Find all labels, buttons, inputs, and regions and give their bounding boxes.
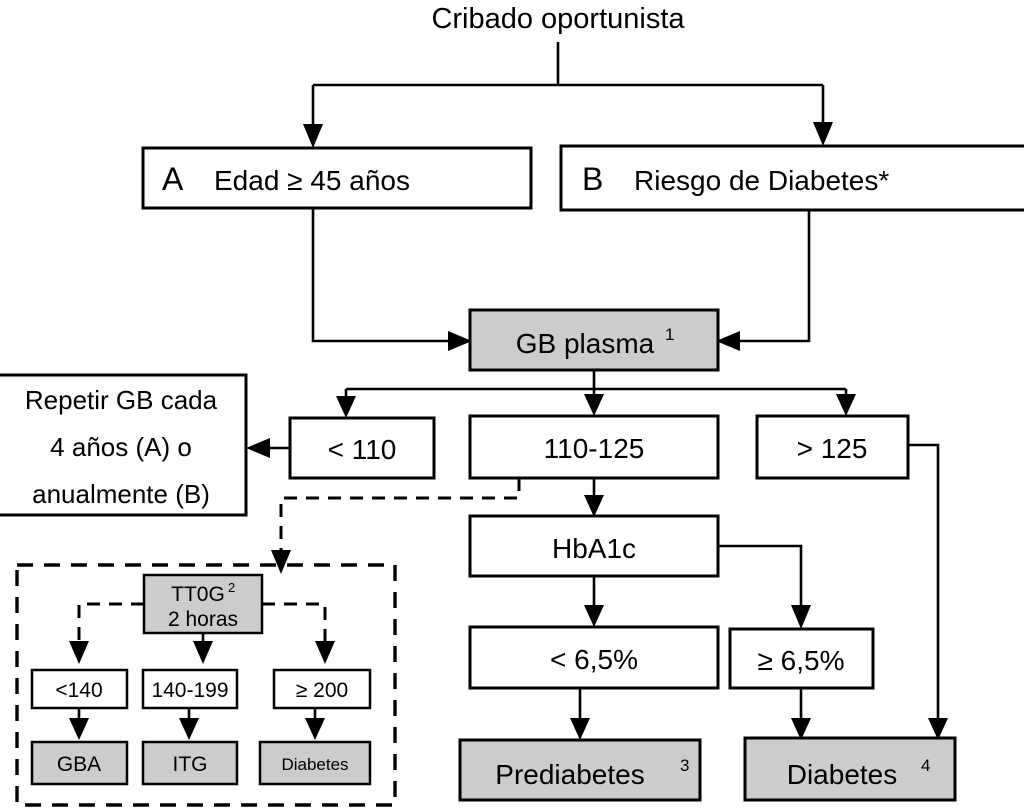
ttog-superscript: 2 <box>228 580 235 595</box>
node-ttog-mid[interactable]: 140-199 <box>141 668 239 710</box>
branch-b-tag: B <box>582 161 603 197</box>
arrowhead-gb-low <box>336 396 356 418</box>
node-hba1c[interactable]: HbA1c <box>468 514 720 578</box>
prediabetes-label: Prediabetes <box>495 759 644 790</box>
arrowhead-gbplasma-right <box>716 331 740 351</box>
arrowhead-gb-mid <box>584 394 604 416</box>
gb-low-label: < 110 <box>328 434 397 465</box>
node-repetir-gb[interactable]: Repetir GB cada 4 años (A) o anualmente … <box>0 373 248 517</box>
connector-gbhigh-to-diabetes <box>908 443 940 722</box>
node-diabetes-small[interactable]: Diabetes <box>258 740 372 786</box>
diabetes-label: Diabetes <box>787 759 898 790</box>
node-prediabetes[interactable]: Prediabetes 3 <box>458 738 702 802</box>
node-hba1c-high[interactable]: ≥ 6,5% <box>728 627 875 690</box>
node-ttog[interactable]: TT0G 2 2 horas <box>142 573 264 635</box>
arrowhead-itg <box>179 718 199 740</box>
ttog-line-2: 2 horas <box>168 608 238 631</box>
arrowhead-diabetes-b <box>928 718 948 740</box>
hba1c-low-label: < 6,5% <box>550 644 638 675</box>
itg-label: ITG <box>173 753 208 776</box>
gba-label: GBA <box>57 753 101 776</box>
node-gb-low[interactable]: < 110 <box>288 416 436 480</box>
ttog-high-label: ≥ 200 <box>296 679 348 702</box>
arrowhead-branch-b <box>813 122 833 146</box>
arrowhead-diabetes-a <box>791 718 811 740</box>
arrowhead-diabetes-small <box>305 718 325 740</box>
arrowhead-ttog-mid <box>193 641 213 664</box>
diabetes-small-label: Diabetes <box>281 755 348 774</box>
arrowhead-gba <box>69 718 89 740</box>
ttog-low-label: <140 <box>55 679 102 702</box>
node-ttog-high[interactable]: ≥ 200 <box>272 668 372 710</box>
arrowhead-hba1c <box>584 495 604 517</box>
repetir-line-1: Repetir GB cada <box>25 385 218 415</box>
node-hba1c-low[interactable]: < 6,5% <box>468 625 720 690</box>
node-diabetes[interactable]: Diabetes 4 <box>743 736 957 802</box>
node-gb-mid[interactable]: 110-125 <box>468 414 720 480</box>
connector-hba1c-to-high <box>718 544 803 610</box>
node-gb-plasma[interactable]: GB plasma 1 <box>468 308 720 372</box>
node-itg[interactable]: ITG <box>141 740 239 786</box>
diagram-title: Cribado oportunista <box>431 3 685 35</box>
connector-ttog-to-low-dashed <box>77 602 144 645</box>
node-ttog-low[interactable]: <140 <box>30 668 129 710</box>
arrowhead-branch-a <box>303 124 323 148</box>
gb-mid-label: 110-125 <box>544 433 645 464</box>
gb-plasma-superscript: 1 <box>665 325 674 344</box>
arrowhead-gbplasma-left <box>448 331 472 351</box>
arrowhead-gb-high <box>836 394 856 416</box>
arrowhead-hba1c-high <box>791 605 811 629</box>
repetir-line-2: 4 años (A) o <box>50 432 192 462</box>
node-branch-b[interactable]: B Riesgo de Diabetes* <box>559 144 1024 212</box>
hba1c-high-label: ≥ 6,5% <box>758 645 845 676</box>
branch-b-label: Riesgo de Diabetes* <box>634 165 889 196</box>
arrowhead-hba1c-low <box>584 605 604 627</box>
connector-ttog-to-high-dashed <box>262 602 327 645</box>
arrowhead-ttog-container <box>271 550 291 574</box>
prediabetes-superscript: 3 <box>680 756 689 775</box>
gb-plasma-label: GB plasma <box>516 328 655 359</box>
connector-gbmid-to-ttog-dashed <box>279 478 521 556</box>
connector-a-to-gbplasma <box>311 208 455 343</box>
node-branch-a[interactable]: A Edad ≥ 45 años <box>141 146 533 210</box>
ttog-mid-label: 140-199 <box>151 679 228 702</box>
arrowhead-repetir <box>246 438 270 458</box>
repetir-line-3: anualmente (B) <box>32 479 210 509</box>
gb-high-label: > 125 <box>797 433 868 464</box>
ttog-group-container <box>15 563 397 807</box>
arrowhead-ttog-low <box>69 641 89 664</box>
node-gba[interactable]: GBA <box>30 740 129 786</box>
node-gb-high[interactable]: > 125 <box>755 414 910 480</box>
arrowhead-prediabetes <box>570 718 590 740</box>
ttog-line-1: TT0G <box>171 583 225 606</box>
diabetes-superscript: 4 <box>921 756 930 775</box>
hba1c-label: HbA1c <box>552 533 636 564</box>
branch-a-label: Edad ≥ 45 años <box>214 165 410 196</box>
connector-b-to-gbplasma <box>735 210 811 343</box>
arrowhead-ttog-high <box>315 641 335 664</box>
branch-a-tag: A <box>162 161 184 197</box>
